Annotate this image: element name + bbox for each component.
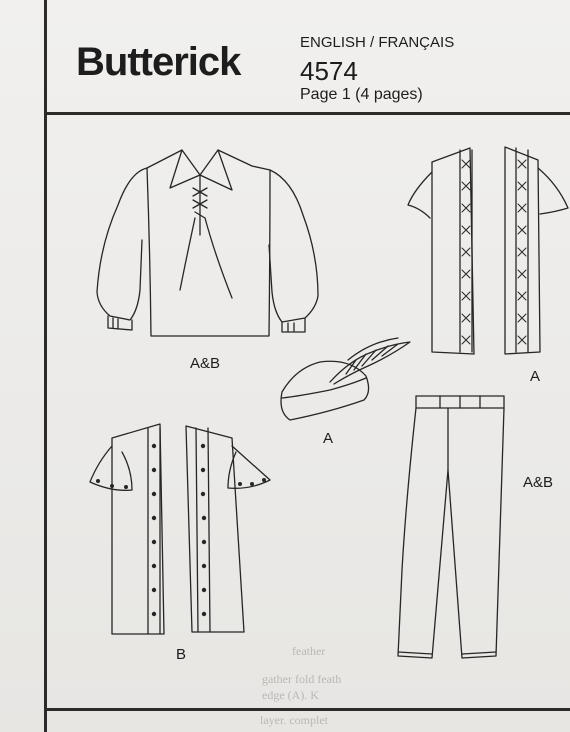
hat-illustration — [280, 337, 411, 421]
page-border-left — [44, 0, 47, 732]
show-through-text: gather fold feath — [262, 672, 342, 686]
vest-b-illustration — [89, 423, 271, 635]
vest-b-view-label: B — [176, 646, 187, 663]
show-through-text: feather — [292, 644, 326, 658]
pattern-number: 4574 — [300, 56, 358, 86]
hat-view-label: A — [323, 430, 334, 447]
pants-illustration — [397, 395, 505, 659]
show-through-text: edge (A). K — [262, 688, 319, 702]
vest-a-illustration — [407, 146, 569, 355]
brand-logo: Butterick — [76, 40, 241, 84]
pants-view-label: A&B — [523, 474, 554, 491]
page-info: Page 1 (4 pages) — [300, 86, 423, 103]
vest-a-view-label: A — [530, 368, 541, 385]
language-label: ENGLISH / FRANÇAIS — [300, 34, 455, 51]
shirt-view-label: A&B — [190, 355, 221, 372]
shirt-illustration — [96, 149, 319, 337]
header-divider — [44, 112, 570, 115]
footer-divider — [44, 708, 570, 711]
show-through-text: layer. complet — [260, 713, 328, 727]
